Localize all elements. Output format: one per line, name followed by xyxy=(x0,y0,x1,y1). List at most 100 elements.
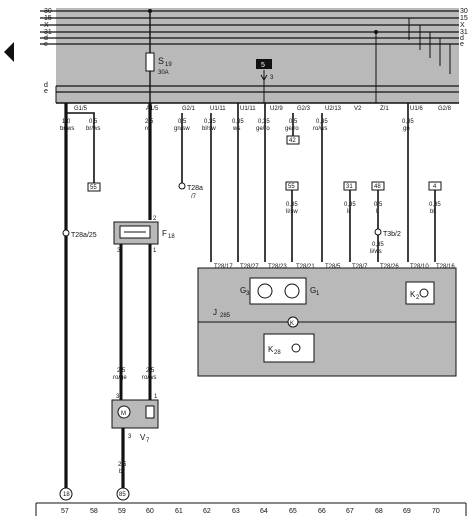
relay-pin: 3 xyxy=(270,75,274,81)
grid-number: 60 xyxy=(146,508,154,515)
bus-label: 15 xyxy=(44,15,52,22)
terminal-label: T28/21 xyxy=(296,264,315,270)
bus-label: X xyxy=(460,22,465,29)
wire-size: 0,35 xyxy=(286,202,298,208)
connector-label: G1/5 xyxy=(74,106,88,112)
wire-size: 0,35 xyxy=(258,119,270,125)
grid-number: 59 xyxy=(118,508,126,515)
wire-color: li/sw xyxy=(286,209,298,215)
connector-label: V2 xyxy=(354,106,362,112)
component-sub: 18 xyxy=(168,234,175,240)
wire-color: br/ws xyxy=(60,126,74,132)
grid-number: 66 xyxy=(318,508,326,515)
connector-label: U2/13 xyxy=(325,106,342,112)
wire-size: 0,35 xyxy=(429,202,441,208)
bus-label: d xyxy=(44,35,48,42)
terminal-label: T28/7 xyxy=(352,264,368,270)
grid-number: 70 xyxy=(432,508,440,515)
ref-box: 42 xyxy=(289,138,296,144)
component-sub: 3 xyxy=(246,291,250,297)
grid-number: 65 xyxy=(289,508,297,515)
connector-label: U1/11 xyxy=(210,106,226,112)
terminal-label: T28a xyxy=(187,185,203,192)
wire-size: 1,0 xyxy=(62,119,71,125)
bus-label: e xyxy=(44,41,48,48)
wire-color: ge/ro xyxy=(285,126,299,132)
component-label: V xyxy=(140,433,146,442)
wire-size: 0,35 xyxy=(232,119,244,125)
pin-label: 1 xyxy=(154,394,158,400)
wire-color: bl xyxy=(430,209,435,215)
wire-size: 0,35 xyxy=(344,202,356,208)
connector-label: G2/3 xyxy=(297,106,311,112)
terminal-label: T28/10 xyxy=(410,264,429,270)
ref-box: 31 xyxy=(346,184,353,190)
grid-number: 61 xyxy=(175,508,183,515)
z1-feed xyxy=(375,31,396,103)
wire-size: 0,35 xyxy=(372,242,384,248)
grid-number: 64 xyxy=(260,508,268,515)
bottom-grid: 57 58 59 60 61 62 63 64 65 66 67 68 69 7… xyxy=(35,502,467,516)
pin-label: 3 xyxy=(116,394,120,400)
bus-label: 31 xyxy=(460,29,468,36)
component-sub: 7 xyxy=(146,438,150,444)
component-label: K xyxy=(268,345,274,354)
bus-label: X xyxy=(44,22,49,29)
terminal-label: T28/23 xyxy=(268,264,287,270)
terminal-label: T28a/25 xyxy=(71,232,97,239)
wire-size: 0,35 xyxy=(402,119,414,125)
wire-size: 0,35 xyxy=(204,119,216,125)
wire-color: bl/sw xyxy=(202,126,216,132)
wire-color: ge/ro xyxy=(256,126,270,132)
component-sub: 1 xyxy=(316,291,320,297)
wires xyxy=(64,103,436,490)
wire-color: li xyxy=(347,209,350,215)
wire-color: gn xyxy=(403,126,410,132)
connector-label: U2/9 xyxy=(270,106,283,112)
pin-label: 1 xyxy=(153,248,157,254)
grid-number: 57 xyxy=(61,508,69,515)
wire-size: 0,5 xyxy=(374,202,383,208)
terminal-label: T28/5 xyxy=(325,264,341,270)
motor-v7: M 1 3 3 V 7 xyxy=(111,394,159,490)
grid-number: 67 xyxy=(346,508,354,515)
relay-label: 5 xyxy=(261,62,265,69)
ref-box: 55 xyxy=(90,185,97,191)
control-unit-j285: J 285 G 3 G 1 K 2 K K 28 xyxy=(197,267,457,377)
terminal-label: T28/16 xyxy=(436,264,455,270)
component-label: F xyxy=(162,229,167,238)
relay-5: 5 3 xyxy=(256,59,274,103)
circle-refs: 18 85 xyxy=(59,487,130,501)
terminal-label: T28/17 xyxy=(214,264,233,270)
wire-size: 0,5 xyxy=(178,119,187,125)
fuse-name: S xyxy=(158,56,164,66)
terminal-label: /7 xyxy=(191,194,197,200)
pin-label: 2 xyxy=(153,216,157,222)
circle-ref: 85 xyxy=(119,492,126,498)
connector-label: U1/6 xyxy=(410,106,423,112)
terminal-label: T28/27 xyxy=(240,264,259,270)
connector-label: G2/8 xyxy=(438,106,452,112)
grid-number: 62 xyxy=(203,508,211,515)
ref-box: 55 xyxy=(288,184,295,190)
fuse-rating: 30A xyxy=(158,70,169,76)
wire-color: li xyxy=(376,209,379,215)
terminal-labels: T28a/25 T28a /7 T3b/2 T28/17 T28/27 T28/… xyxy=(62,182,455,270)
terminal-label: T28/26 xyxy=(380,264,399,270)
component-label: M xyxy=(121,411,126,417)
bus-label: 15 xyxy=(460,15,468,22)
wire-color: gn/sw xyxy=(174,126,190,132)
grid-number: 58 xyxy=(90,508,98,515)
wire-size: 0,5 xyxy=(89,119,98,125)
wire-color: br/ws xyxy=(86,126,100,132)
previous-page-arrow-icon[interactable] xyxy=(4,42,14,62)
wire-color: ro/ws xyxy=(313,126,327,132)
component-sub: 2 xyxy=(416,295,420,301)
component-label: K xyxy=(410,290,416,299)
bus-label: d xyxy=(460,35,464,42)
wire-color: li/ws xyxy=(370,249,382,255)
wire-size: 0,5 xyxy=(289,119,298,125)
component-label: J xyxy=(213,308,217,317)
component-label: K xyxy=(290,321,294,327)
